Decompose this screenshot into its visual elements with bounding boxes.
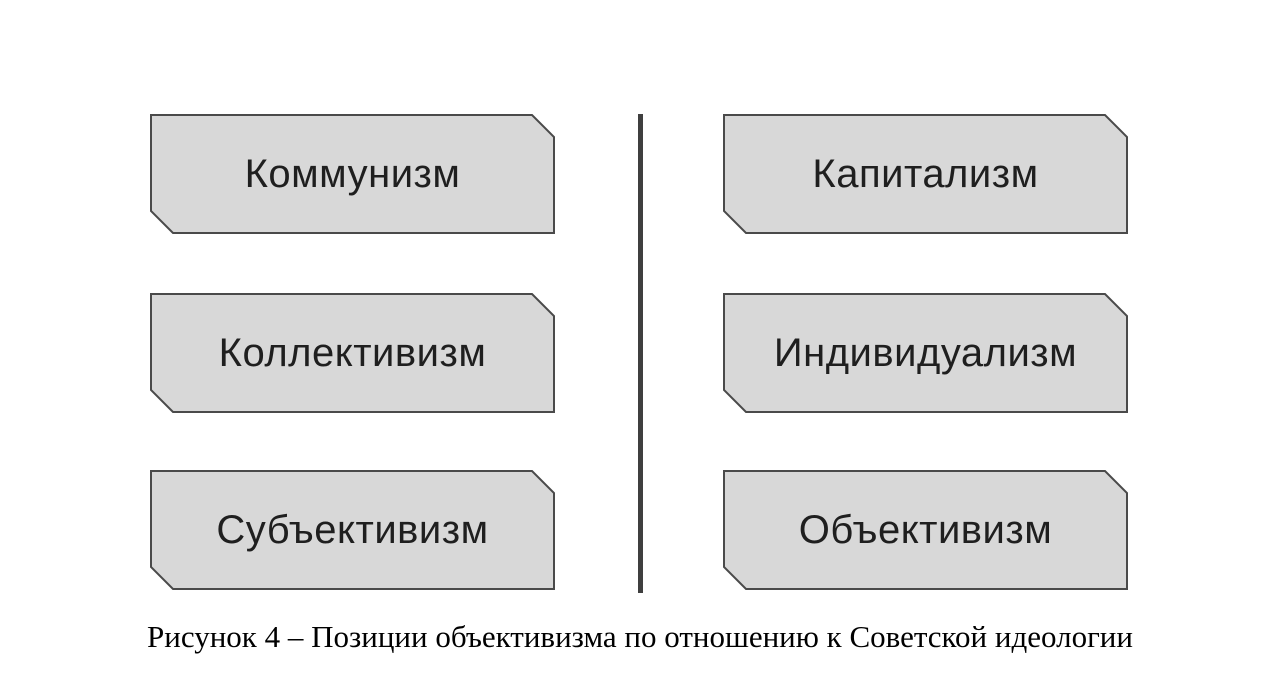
beveled-box-shape — [150, 114, 555, 234]
beveled-box-shape — [150, 293, 555, 413]
box-label: Объективизм — [798, 507, 1053, 552]
figure-caption: Рисунок 4 – Позиции объективизма по отно… — [147, 619, 1133, 654]
box-objectivism: Объективизм — [723, 470, 1128, 590]
box-individualism: Индивидуализм — [723, 293, 1128, 413]
box-label: Коллективизм — [218, 330, 487, 375]
box-label: Индивидуализм — [773, 330, 1078, 375]
box-capitalism: Капитализм — [723, 114, 1128, 234]
box-subjectivism: Субъективизм — [150, 470, 555, 590]
beveled-box-shape — [723, 470, 1128, 590]
vertical-divider — [638, 114, 643, 593]
box-label: Капитализм — [812, 151, 1039, 196]
beveled-box-shape — [723, 114, 1128, 234]
box-label: Субъективизм — [216, 507, 489, 552]
beveled-box-shape — [150, 470, 555, 590]
box-collectivism: Коллективизм — [150, 293, 555, 413]
beveled-box-shape — [723, 293, 1128, 413]
box-communism: Коммунизм — [150, 114, 555, 234]
box-label: Коммунизм — [244, 151, 461, 196]
